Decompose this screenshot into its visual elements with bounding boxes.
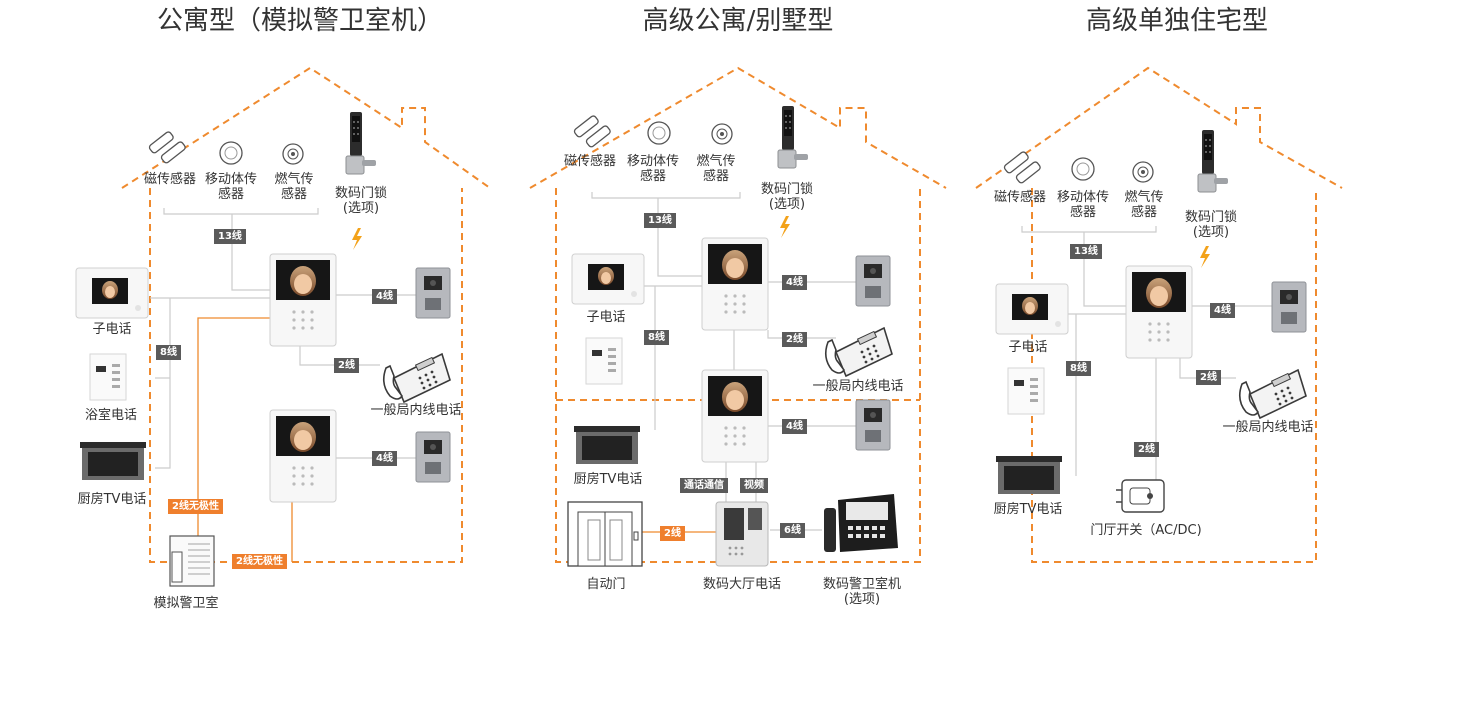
door-camera-icon bbox=[855, 399, 891, 451]
gas-sensor-label: 燃气传 感器 bbox=[1124, 190, 1164, 220]
bathroom-phone-icon bbox=[89, 353, 127, 401]
wire-tag-13: 13线 bbox=[214, 229, 246, 244]
wire-tag-talk: 通话通信 bbox=[680, 478, 728, 493]
wire-tag-4: 4线 bbox=[1210, 303, 1235, 318]
motion-sensor-icon bbox=[647, 121, 671, 145]
bathroom-phone-icon bbox=[1007, 367, 1045, 415]
lightning-icon bbox=[780, 216, 790, 238]
door-camera-icon bbox=[1271, 281, 1307, 333]
kitchen-tv-icon bbox=[80, 442, 146, 480]
wire-tag-6: 6线 bbox=[780, 523, 805, 538]
lobby-phone-label: 数码大厅电话 bbox=[702, 577, 781, 592]
wire-tag-4: 4线 bbox=[782, 419, 807, 434]
gas-sensor-icon bbox=[282, 143, 304, 165]
gas-sensor-label: 燃气传 感器 bbox=[274, 172, 314, 202]
magnetic-sensor-label: 磁传感器 bbox=[993, 190, 1046, 205]
main-monitor-icon bbox=[269, 253, 337, 347]
gas-sensor-label: 燃气传 感器 bbox=[696, 154, 736, 184]
kitchen-tv-label: 厨房TV电话 bbox=[993, 502, 1063, 517]
sub-phone-icon bbox=[75, 267, 149, 319]
digital-lock-label: 数码门锁 (选项) bbox=[1184, 210, 1237, 240]
magnetic-sensor-label: 磁传感器 bbox=[563, 154, 616, 169]
kitchen-tv-label: 厨房TV电话 bbox=[77, 492, 147, 507]
lobby-phone-icon bbox=[715, 501, 769, 567]
wire-tag-8: 8线 bbox=[644, 330, 669, 345]
wire-tag-2: 2线 bbox=[782, 332, 807, 347]
wire-tag-video: 视频 bbox=[740, 478, 768, 493]
gas-sensor-icon bbox=[711, 123, 733, 145]
title-premium-apartment: 高级公寓/别墅型 bbox=[642, 6, 834, 36]
wire-tag-2-nonpolar: 2线无极性 bbox=[168, 499, 223, 514]
wire-tag-13: 13线 bbox=[1070, 244, 1102, 259]
auto-door-icon bbox=[567, 501, 643, 567]
main-monitor-icon bbox=[701, 237, 769, 331]
bathroom-phone-label: 浴室电话 bbox=[84, 408, 137, 423]
gas-sensor-icon bbox=[1132, 161, 1154, 183]
guard-unit-icon bbox=[824, 494, 898, 552]
wire-tag-8: 8线 bbox=[1066, 361, 1091, 376]
motion-sensor-label: 移动体传 感器 bbox=[1056, 190, 1109, 220]
wire-tag-8: 8线 bbox=[156, 345, 181, 360]
door-camera-icon bbox=[415, 431, 451, 483]
motion-sensor-label: 移动体传 感器 bbox=[626, 154, 679, 184]
title-apartment: 公寓型（模拟警卫室机） bbox=[156, 6, 443, 36]
analog-guard-icon bbox=[169, 535, 215, 587]
landline-label: 一般局内线电话 bbox=[812, 379, 904, 394]
wire-tag-2: 2线 bbox=[334, 358, 359, 373]
wire-tag-2-orange: 2线 bbox=[660, 526, 685, 541]
magnetic-sensor-label: 磁传感器 bbox=[143, 172, 196, 187]
guard-unit-label: 数码警卫室机 (选项) bbox=[822, 577, 901, 607]
lightning-icon bbox=[352, 228, 362, 250]
title-detached-house: 高级单独住宅型 bbox=[1085, 6, 1268, 36]
house-2 bbox=[529, 66, 947, 567]
wire-tag-13: 13线 bbox=[644, 213, 676, 228]
motion-sensor-icon bbox=[1071, 157, 1095, 181]
door-switch-label: 门厅开关（AC/DC) bbox=[1090, 523, 1202, 538]
sub-phone-icon bbox=[995, 283, 1069, 335]
wire-tag-2: 2线 bbox=[1134, 442, 1159, 457]
digital-lock-icon bbox=[777, 105, 809, 169]
door-switch-icon bbox=[1116, 479, 1165, 513]
motion-sensor-icon bbox=[219, 141, 243, 165]
kitchen-tv-icon bbox=[574, 426, 640, 464]
sub-phone-label: 子电话 bbox=[92, 322, 132, 337]
motion-sensor-label: 移动体传 感器 bbox=[204, 172, 257, 202]
door-camera-icon bbox=[855, 255, 891, 307]
sub-phone-icon bbox=[571, 253, 645, 305]
main-monitor-icon bbox=[1125, 265, 1193, 359]
digital-lock-icon bbox=[1197, 129, 1229, 193]
main-monitor-icon bbox=[269, 409, 337, 503]
wire-tag-2: 2线 bbox=[1196, 370, 1221, 385]
wire-tag-4: 4线 bbox=[372, 451, 397, 466]
sub-phone-label: 子电话 bbox=[1008, 340, 1048, 355]
magnetic-sensor-icon bbox=[1002, 150, 1042, 185]
bathroom-phone-icon bbox=[585, 337, 623, 385]
analog-guard-label: 模拟警卫室 bbox=[153, 596, 219, 611]
magnetic-sensor-icon bbox=[572, 114, 612, 149]
digital-lock-icon bbox=[345, 111, 377, 175]
auto-door-label: 自动门 bbox=[586, 577, 626, 592]
magnetic-sensor-icon bbox=[147, 130, 187, 165]
kitchen-tv-icon bbox=[996, 456, 1062, 494]
door-camera-icon bbox=[415, 267, 451, 319]
landline-phone-icon bbox=[824, 327, 893, 377]
wire-tag-4: 4线 bbox=[782, 275, 807, 290]
landline-label: 一般局内线电话 bbox=[370, 403, 462, 418]
wire-tag-4: 4线 bbox=[372, 289, 397, 304]
digital-lock-label: 数码门锁 (选项) bbox=[334, 186, 387, 216]
lightning-icon bbox=[1200, 246, 1210, 268]
kitchen-tv-label: 厨房TV电话 bbox=[573, 472, 643, 487]
main-monitor-icon bbox=[701, 369, 769, 463]
house-3 bbox=[975, 66, 1343, 563]
landline-phone-icon bbox=[1238, 369, 1307, 419]
landline-label: 一般局内线电话 bbox=[1222, 420, 1314, 435]
wire-tag-2-nonpolar: 2线无极性 bbox=[232, 554, 287, 569]
sub-phone-label: 子电话 bbox=[586, 310, 626, 325]
digital-lock-label: 数码门锁 (选项) bbox=[760, 182, 813, 212]
landline-phone-icon bbox=[382, 353, 451, 403]
